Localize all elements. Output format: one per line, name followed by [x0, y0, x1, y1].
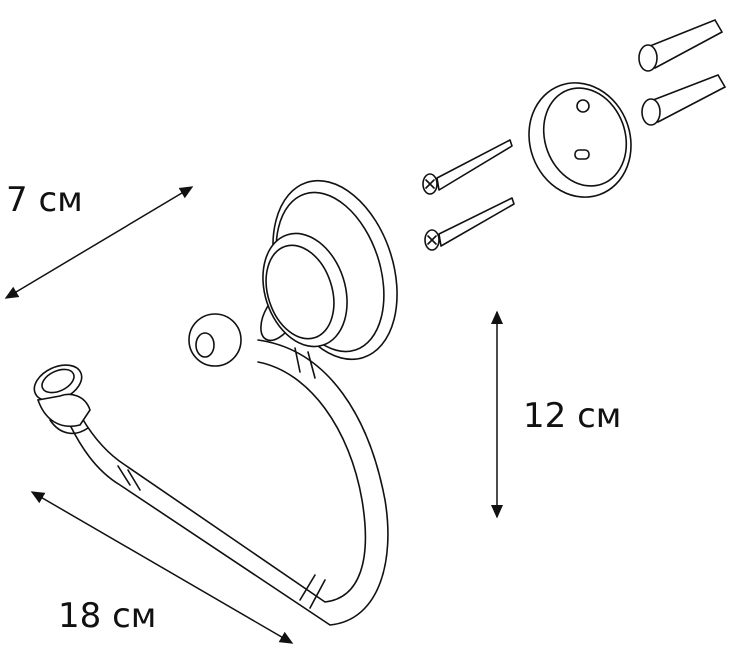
- end-knob: [33, 364, 91, 435]
- depth-label: 7 см: [6, 180, 83, 220]
- screw: [422, 139, 513, 195]
- screw: [424, 197, 515, 251]
- mounting-plate: [528, 82, 632, 198]
- wall-anchor: [641, 74, 727, 126]
- width-label: 18 см: [58, 596, 157, 636]
- wall-anchor: [638, 19, 724, 72]
- width-dimension-arrow: [30, 491, 294, 644]
- height-label: 12 см: [523, 396, 622, 436]
- depth-dimension-arrow: [4, 186, 194, 299]
- holder-arm: [69, 339, 389, 626]
- wall-rosette: [262, 179, 398, 361]
